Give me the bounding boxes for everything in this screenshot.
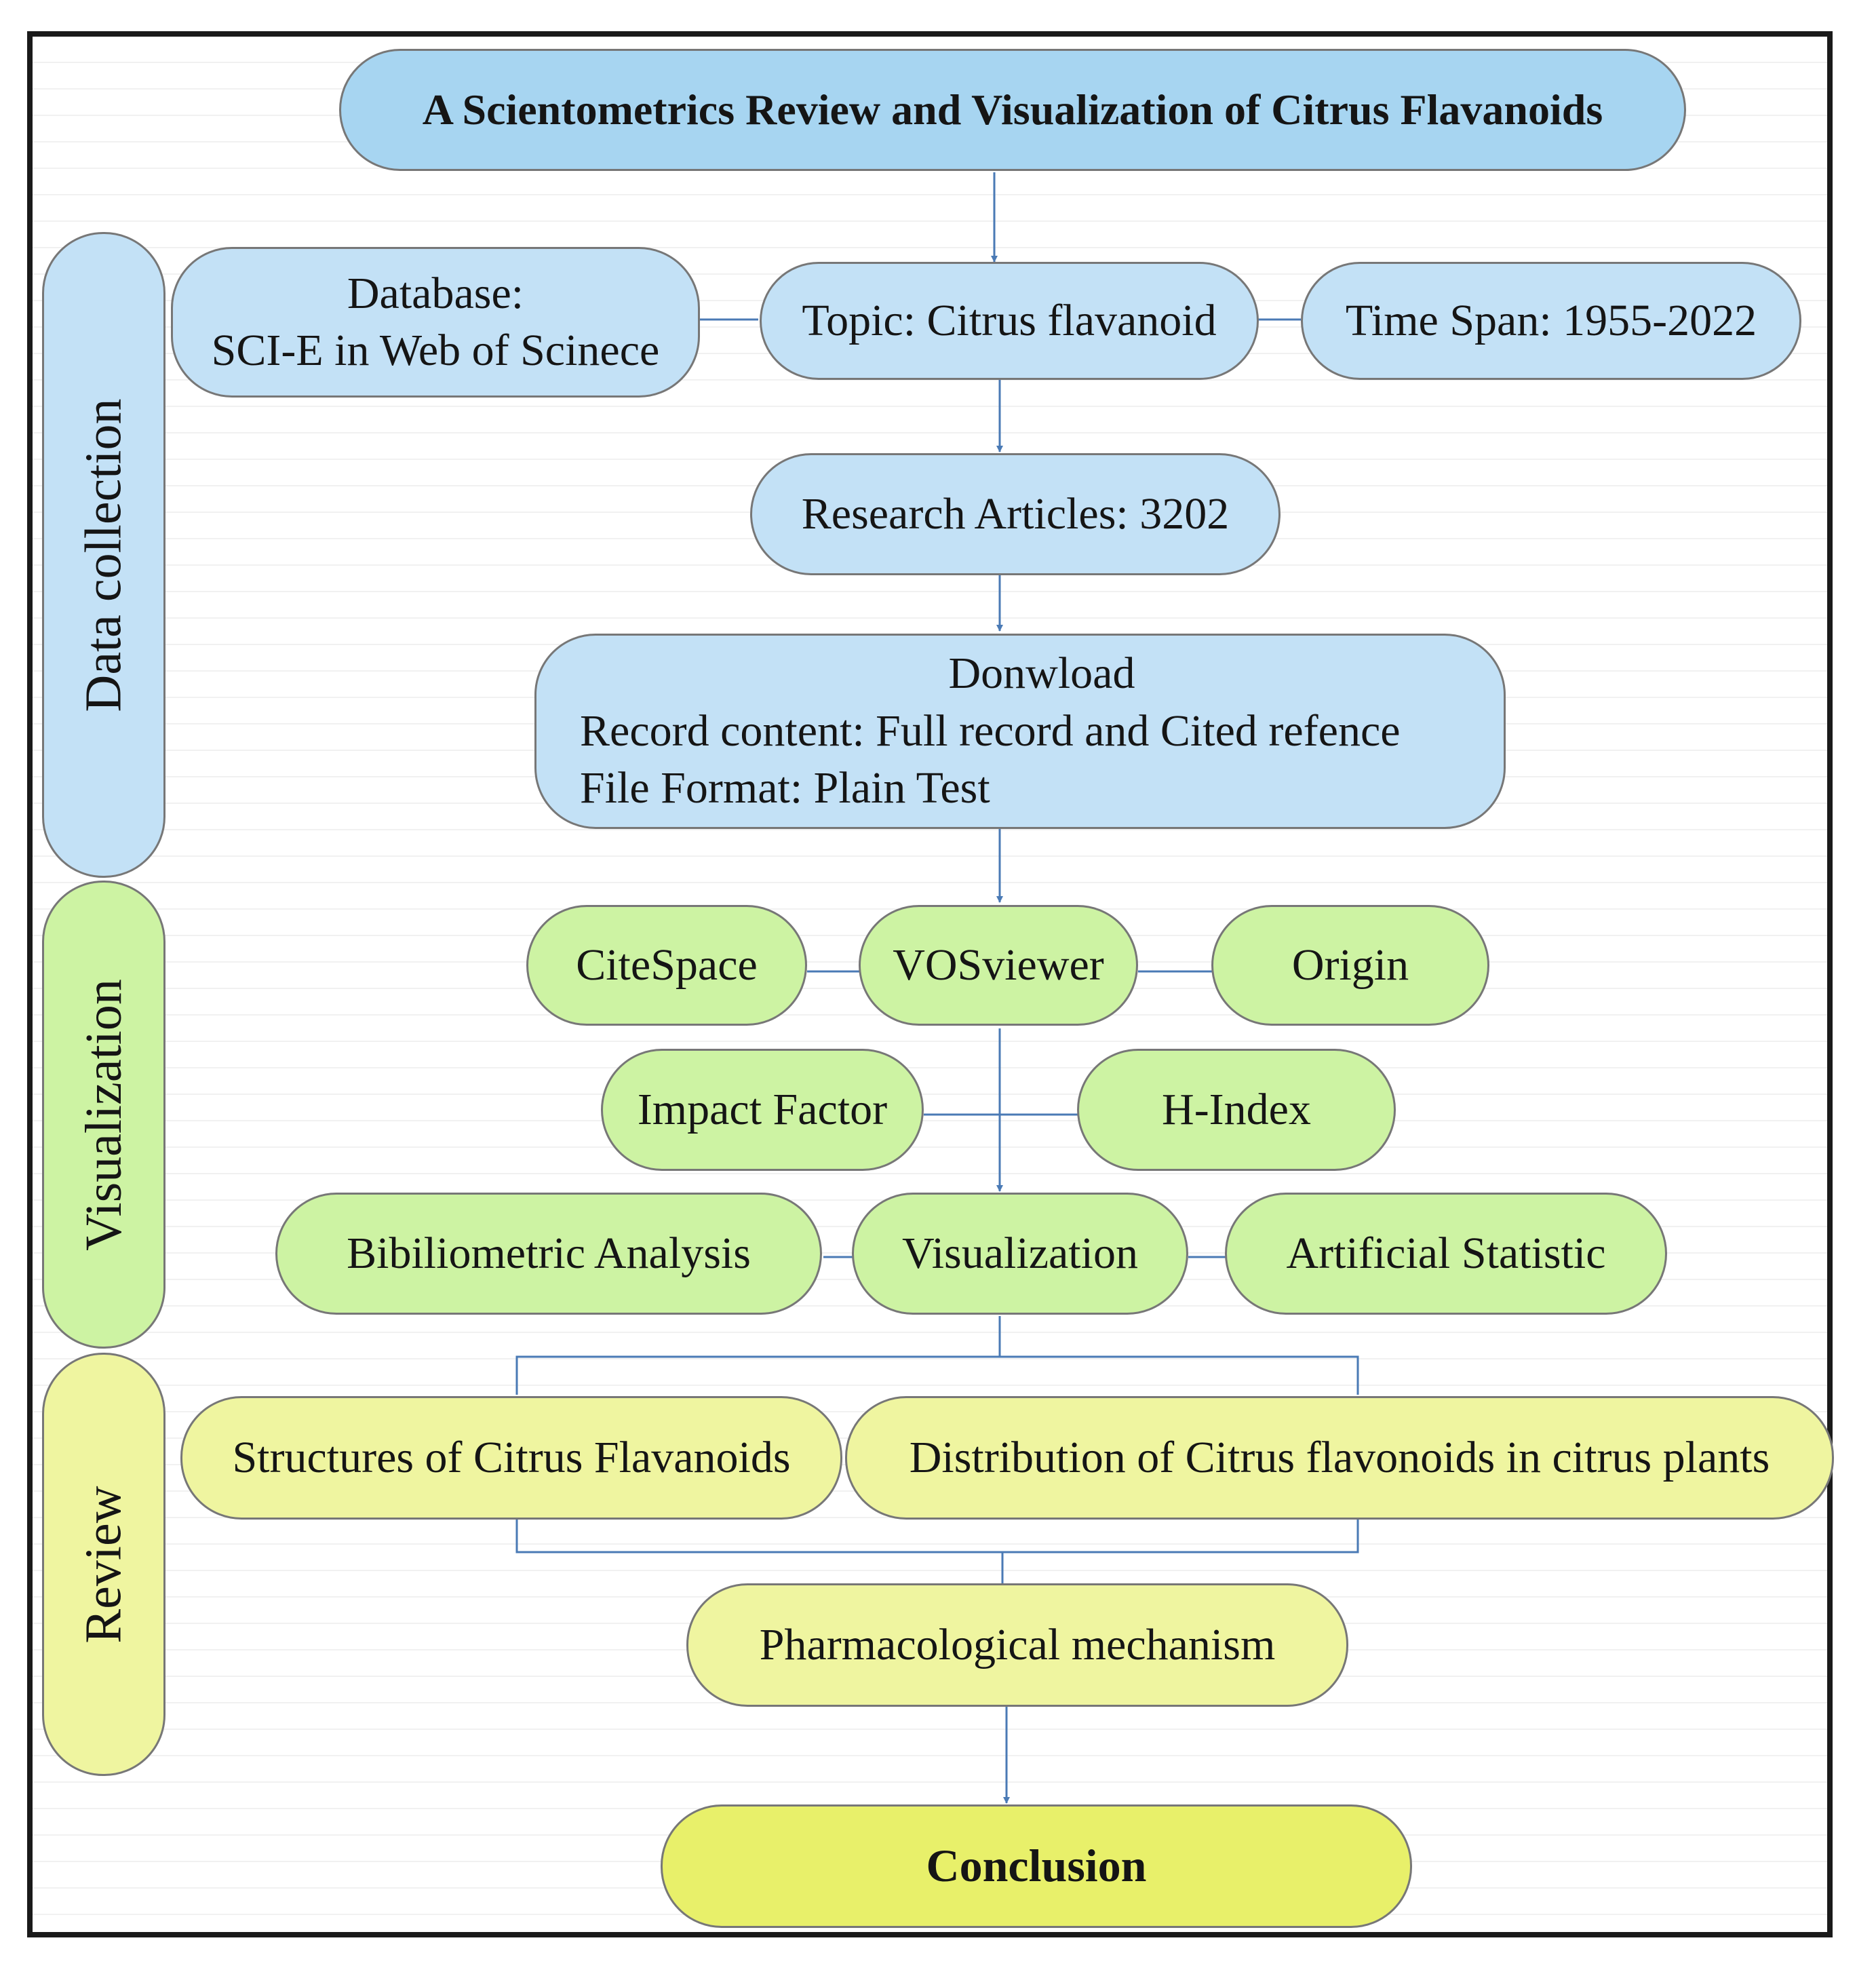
citespace-node: CiteSpace [526,905,807,1026]
topic-node: Topic: Citrus flavanoid [760,262,1259,380]
h-index-node: H-Index [1077,1049,1396,1171]
structures-node: Structures of Citrus Flavanoids [180,1396,842,1520]
bracket-top-bar [515,1355,1359,1395]
pharmacological-text: Pharmacological mechanism [759,1619,1276,1669]
pharmacological-node: Pharmacological mechanism [686,1583,1348,1707]
section-review: Review [42,1353,165,1776]
research-articles-node: Research Articles: 3202 [750,453,1281,575]
vosviewer-node: VOSviewer [859,905,1138,1026]
impact-factor-node: Impact Factor [601,1049,924,1171]
conclusion-text: Conclusion [926,1840,1147,1892]
distribution-node: Distribution of Citrus flavonoids in cit… [845,1396,1834,1520]
h-index-text: H-Index [1162,1084,1311,1134]
time-span-node: Time Span: 1955-2022 [1301,262,1801,380]
database-node: Database: SCI-E in Web of Scinece [171,247,700,398]
download-line2: File Format: Plain Test [580,763,990,813]
artificial-statistic-node: Artificial Statistic [1225,1193,1667,1315]
bibliometric-analysis-text: Bibiliometric Analysis [347,1228,751,1278]
database-line1: Database: [347,268,524,318]
section-data-collection-label: Data collection [75,398,132,712]
conclusion-node: Conclusion [661,1804,1412,1928]
time-span-text: Time Span: 1955-2022 [1345,295,1757,345]
research-articles-text: Research Articles: 3202 [801,488,1230,539]
citespace-text: CiteSpace [576,940,758,990]
topic-text: Topic: Citrus flavanoid [802,295,1217,345]
title-node: A Scientometrics Review and Visualizatio… [339,49,1686,171]
section-visualization-label: Visualization [75,978,132,1251]
vosviewer-text: VOSviewer [893,940,1104,990]
download-title: Donwload [948,649,1135,699]
bibliometric-analysis-node: Bibiliometric Analysis [275,1193,822,1315]
database-line2: SCI-E in Web of Scinece [211,326,660,375]
artificial-statistic-text: Artificial Statistic [1286,1228,1606,1278]
structures-text: Structures of Citrus Flavanoids [232,1432,791,1482]
section-review-label: Review [75,1485,132,1644]
visualization-node: Visualization [852,1193,1188,1315]
impact-factor-text: Impact Factor [637,1084,888,1134]
bracket-bottom-bar [515,1520,1359,1553]
title-text: A Scientometrics Review and Visualizatio… [422,85,1603,134]
section-data-collection: Data collection [42,232,165,878]
download-line1: Record content: Full record and Cited re… [580,706,1401,756]
section-visualization: Visualization [42,881,165,1349]
origin-text: Origin [1291,940,1409,990]
download-node: Donwload Record content: Full record and… [534,634,1506,829]
distribution-text: Distribution of Citrus flavonoids in cit… [909,1432,1770,1482]
visualization-node-text: Visualization [902,1228,1138,1278]
origin-node: Origin [1211,905,1489,1026]
